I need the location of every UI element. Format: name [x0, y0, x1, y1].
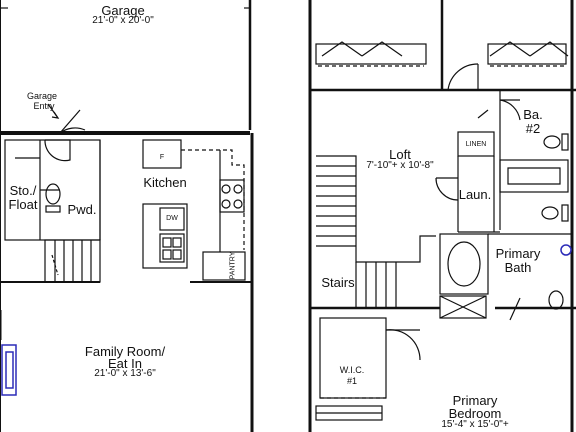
primary-bath-label-2: Bath: [504, 260, 532, 275]
fridge-mark: F: [159, 154, 165, 161]
primary-bedroom-label-2: Bedroom: [448, 406, 502, 421]
garage-label: Garage: [101, 3, 145, 18]
powder-room-walls: [4, 139, 101, 241]
walk-in-closet: [315, 317, 421, 421]
laundry-label: Laun.: [458, 187, 492, 202]
dishwasher-mark: DW: [166, 215, 178, 222]
kitchen-fixtures: [142, 139, 246, 281]
wic-label-1: W.I.C.: [339, 365, 365, 375]
second-floor-walls: [308, 0, 576, 432]
family-room-dims: 21'-0" x 13'-6": [94, 368, 156, 379]
second-floor-stairs: [316, 155, 436, 308]
wic-label-2: #1: [346, 376, 357, 386]
stairs-label: Stairs: [321, 275, 355, 290]
primary-bedroom-dims: 15'-4" x 15'-0"+: [441, 419, 509, 430]
pantry-label: PANTRY: [229, 251, 237, 280]
primary-bedroom-label-1: Primary: [452, 393, 498, 408]
first-floor-walls: [0, 0, 254, 432]
garage-dims: 21'-0" x 20'-0": [92, 15, 154, 26]
sto-label-2: Float: [8, 197, 38, 212]
primary-bath-label-1: Primary: [495, 246, 541, 261]
linen-laundry: [435, 109, 500, 233]
bath-2: [499, 90, 569, 230]
primary-bath-fixtures: [439, 233, 572, 321]
powder-room-label: Pwd.: [67, 202, 97, 217]
primary-bath-accent-dot: [560, 244, 572, 256]
sto-label-1: Sto./: [9, 183, 37, 198]
garage-entry-door: [47, 103, 86, 134]
bath-2-label-1: Ba.: [523, 107, 543, 122]
loft-label: Loft: [389, 147, 411, 162]
kitchen-label: Kitchen: [143, 175, 187, 190]
first-floor-stairs: [44, 239, 101, 283]
linen-label: LINEN: [465, 141, 487, 148]
family-room-label-2: Eat In: [108, 356, 142, 371]
garage-entry-label-2: Entry: [33, 101, 55, 111]
loft-dims: 7'-10"+ x 10'-8": [366, 160, 434, 171]
upper-closets: [315, 41, 569, 91]
front-door: [1, 344, 17, 396]
garage-entry-label-1: Garage: [26, 91, 58, 101]
family-room-label-1: Family Room/: [84, 344, 166, 359]
bath-2-label-2: #2: [525, 121, 541, 136]
